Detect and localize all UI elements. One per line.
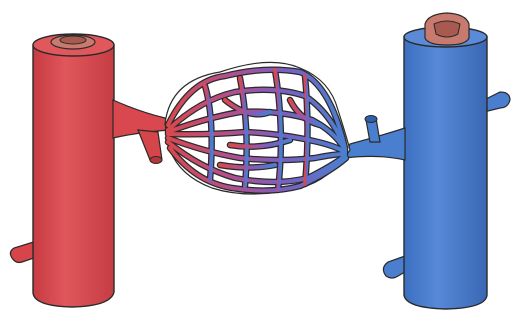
vein <box>345 13 510 309</box>
artery-trunk <box>33 45 114 307</box>
vein-trunk <box>404 37 487 309</box>
artery-lumen-inner <box>60 36 86 44</box>
vein-lumen-inner <box>434 21 460 37</box>
artery-stub-opening <box>150 157 162 164</box>
capillary-bed <box>165 62 350 194</box>
artery <box>10 34 170 307</box>
vein-lower-branch <box>383 256 405 278</box>
vein-upper-branch <box>484 92 510 112</box>
vein-stub-opening <box>365 116 377 123</box>
